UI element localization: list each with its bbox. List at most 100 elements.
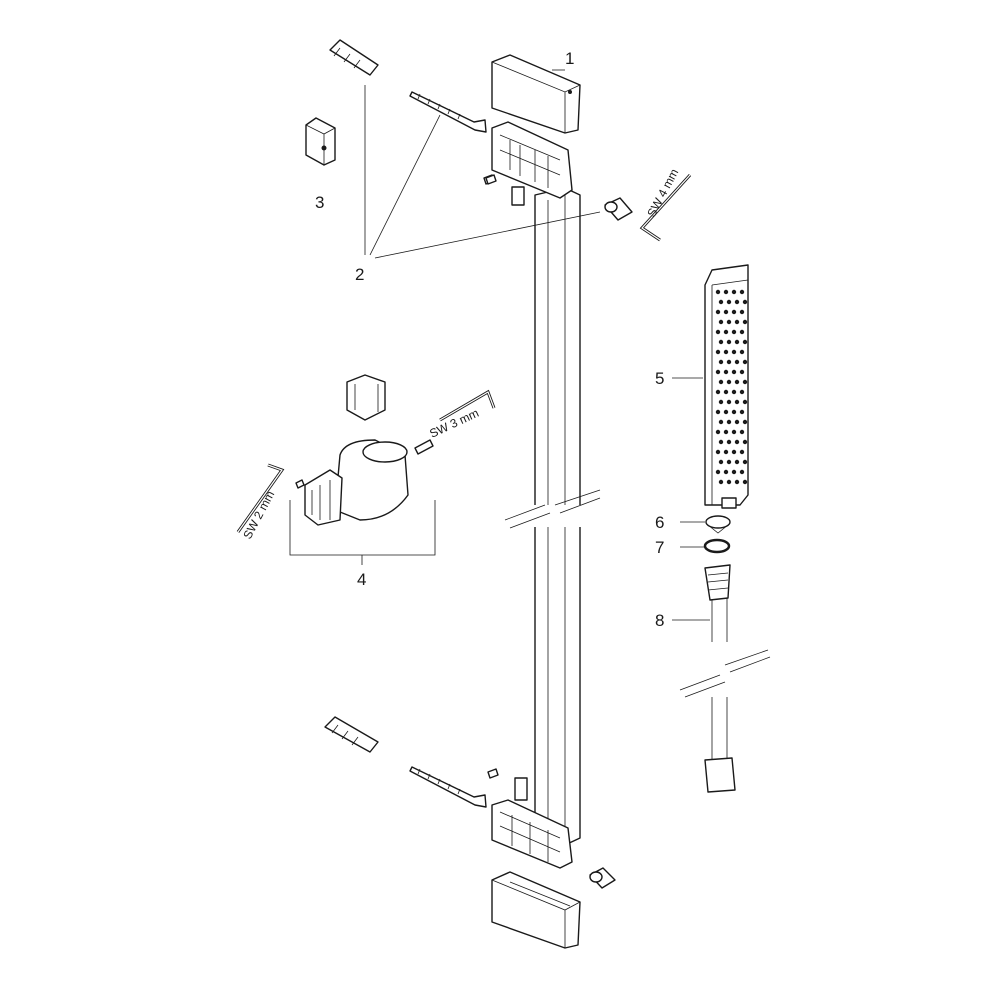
spray-nozzle — [726, 399, 732, 405]
spray-nozzle — [731, 309, 737, 315]
spray-nozzle — [715, 429, 721, 435]
spray-nozzle — [723, 449, 729, 455]
spray-nozzle — [726, 359, 732, 365]
spray-nozzle — [718, 359, 724, 365]
leader-lines-2 — [364, 85, 601, 259]
spray-nozzle — [726, 299, 732, 305]
spray-nozzle — [715, 409, 721, 415]
spray-nozzle — [731, 429, 737, 435]
spray-nozzle — [739, 469, 745, 475]
spray-nozzle — [718, 339, 724, 345]
spray-nozzle — [723, 409, 729, 415]
spray-nozzle — [715, 309, 721, 315]
spray-nozzle — [731, 389, 737, 395]
spray-nozzle — [734, 419, 740, 425]
spray-nozzle — [723, 469, 729, 475]
tool-label-sw2: SW 2 mm — [240, 488, 277, 541]
top-wall-bracket — [483, 121, 573, 206]
spray-nozzle — [723, 349, 729, 355]
label-3: 3 — [315, 193, 324, 212]
spray-nozzle — [715, 469, 721, 475]
screw-top — [409, 91, 487, 133]
spray-nozzle — [739, 409, 745, 415]
sleeve-bottom — [589, 867, 616, 889]
wall-plug-top — [329, 39, 379, 76]
spray-nozzle — [734, 439, 740, 445]
spray-nozzle — [742, 319, 748, 325]
spray-nozzle — [742, 419, 748, 425]
spray-nozzle — [718, 379, 724, 385]
spray-nozzle — [734, 479, 740, 485]
spray-nozzle — [723, 389, 729, 395]
spray-nozzle — [715, 369, 721, 375]
spray-nozzle — [715, 449, 721, 455]
spray-nozzle — [726, 379, 732, 385]
spray-nozzle — [731, 289, 737, 295]
grub-screw — [485, 174, 497, 185]
spray-nozzle — [731, 329, 737, 335]
spray-nozzle — [726, 319, 732, 325]
screw-bottom — [409, 766, 487, 808]
shower-holder — [295, 374, 434, 526]
spray-nozzle — [742, 339, 748, 345]
spray-nozzle — [739, 309, 745, 315]
spray-nozzle — [742, 299, 748, 305]
label-1: 1 — [565, 49, 574, 68]
spray-nozzle — [718, 419, 724, 425]
hex-key-4mm — [639, 173, 692, 242]
spray-nozzle — [718, 319, 724, 325]
spray-nozzle — [734, 339, 740, 345]
bracket-line-4 — [289, 500, 436, 565]
spray-nozzle — [734, 379, 740, 385]
spray-nozzle — [739, 289, 745, 295]
spray-nozzle — [718, 399, 724, 405]
spray-nozzle — [731, 409, 737, 415]
hex-key-3mm — [439, 389, 496, 422]
wall-plug-bottom — [324, 716, 379, 753]
spray-nozzle — [726, 479, 732, 485]
spray-nozzle — [726, 459, 732, 465]
spray-nozzle — [715, 329, 721, 335]
spray-nozzle — [731, 449, 737, 455]
label-8: 8 — [655, 611, 664, 630]
label-5: 5 — [655, 369, 664, 388]
spray-nozzle — [739, 329, 745, 335]
label-2: 2 — [355, 265, 364, 284]
spray-nozzle — [726, 339, 732, 345]
spray-nozzle — [726, 439, 732, 445]
spray-nozzle — [739, 429, 745, 435]
spray-nozzle — [734, 299, 740, 305]
spray-nozzle — [742, 459, 748, 465]
spray-nozzle — [739, 369, 745, 375]
spray-nozzle — [715, 289, 721, 295]
spray-nozzle — [742, 399, 748, 405]
spray-nozzle — [715, 349, 721, 355]
spray-nozzle — [731, 349, 737, 355]
spray-nozzle — [718, 299, 724, 305]
spray-nozzle — [734, 459, 740, 465]
spray-nozzle — [734, 319, 740, 325]
spray-nozzle — [723, 289, 729, 295]
spray-nozzle — [715, 389, 721, 395]
spray-nozzle — [718, 459, 724, 465]
spray-nozzle — [739, 349, 745, 355]
spray-nozzle — [742, 439, 748, 445]
spray-nozzle — [742, 479, 748, 485]
bottom-wall-bracket — [487, 768, 573, 869]
filter-screen — [705, 515, 731, 534]
spacer-block — [305, 117, 336, 166]
shower-hose — [670, 564, 771, 793]
seal-ring — [703, 538, 731, 554]
spray-nozzle — [723, 369, 729, 375]
top-end-cap — [491, 54, 581, 134]
spray-nozzle — [734, 359, 740, 365]
spray-nozzle — [718, 479, 724, 485]
spray-nozzle — [723, 329, 729, 335]
bottom-end-cap — [491, 871, 581, 949]
label-6: 6 — [655, 513, 664, 532]
spray-nozzle — [726, 419, 732, 425]
spray-nozzle — [742, 359, 748, 365]
spray-nozzle — [723, 429, 729, 435]
